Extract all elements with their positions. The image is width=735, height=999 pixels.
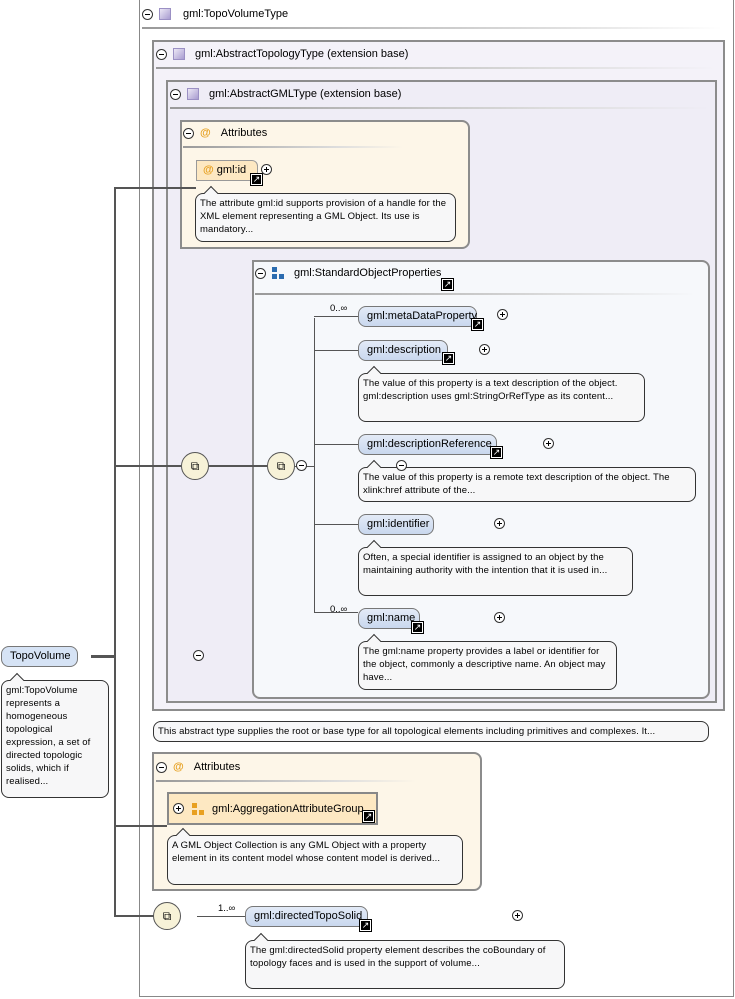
element-name[interactable]: gml:name — [358, 608, 420, 629]
complex-type-icon — [187, 88, 199, 100]
element-metadataproperty[interactable]: gml:metaDataProperty — [358, 306, 477, 327]
attribute-name: gml:id — [216, 164, 247, 176]
link-arrow-icon[interactable]: ↗ — [471, 318, 484, 331]
group-name: gml:StandardObjectProperties — [294, 267, 442, 279]
element-description[interactable]: gml:description — [358, 340, 448, 361]
attribute-icon: @ — [173, 761, 184, 773]
attributes-header: @ Attributes — [183, 127, 267, 139]
attribute-group-name: gml:AggregationAttributeGroup — [212, 802, 364, 815]
expand-icon[interactable] — [494, 518, 506, 529]
collapse-icon[interactable] — [296, 460, 308, 471]
type-name: gml:TopoVolumeType — [183, 8, 289, 20]
link-arrow-icon[interactable]: ↗ — [250, 173, 263, 186]
link-arrow-icon[interactable]: ↗ — [411, 621, 424, 634]
collapse-icon[interactable] — [183, 127, 194, 139]
group-icon — [272, 267, 284, 279]
cardinality: 1..∞ — [218, 903, 236, 914]
abstract-gml-type-header: gml:AbstractGMLType (extension base) — [170, 88, 401, 100]
attribute-group-doc: A GML Object Collection is any GML Objec… — [167, 835, 463, 885]
collapse-icon[interactable] — [255, 267, 266, 279]
element-doc: The gml:name property provides a label o… — [358, 641, 617, 690]
attributes-title: Attributes — [220, 127, 268, 139]
base-type-doc: This abstract type supplies the root or … — [153, 721, 709, 742]
expand-icon[interactable] — [261, 164, 272, 175]
element-descriptionreference[interactable]: gml:descriptionReference — [358, 434, 497, 455]
element-identifier[interactable]: gml:identifier — [358, 514, 434, 535]
collapse-icon[interactable] — [170, 88, 181, 100]
expand-icon[interactable] — [479, 344, 491, 355]
sequence-icon: ⧉ — [181, 452, 209, 480]
attribute-group-icon — [192, 802, 204, 815]
element-directedtoposolid[interactable]: gml:directedTopoSolid — [245, 906, 368, 927]
link-arrow-icon[interactable]: ↗ — [490, 446, 503, 459]
collapse-icon[interactable] — [156, 48, 167, 60]
link-arrow-icon[interactable]: ↗ — [362, 810, 375, 823]
link-arrow-icon[interactable]: ↗ — [359, 919, 372, 932]
collapse-icon[interactable] — [396, 460, 408, 471]
complex-type-icon — [159, 8, 171, 20]
attribute-gml-id[interactable]: @ gml:id — [196, 160, 258, 181]
cardinality: 0..∞ — [330, 303, 348, 314]
collapse-icon[interactable] — [142, 8, 153, 20]
expand-icon[interactable] — [173, 803, 184, 814]
attribute-icon: @ — [203, 164, 214, 176]
collapse-icon[interactable] — [156, 761, 167, 773]
link-arrow-icon[interactable]: ↗ — [441, 278, 454, 291]
cardinality: 0..∞ — [330, 604, 348, 615]
expand-icon[interactable] — [543, 438, 555, 449]
element-doc: Often, a special identifier is assigned … — [358, 547, 633, 596]
base-type-name: gml:AbstractGMLType (extension base) — [209, 88, 402, 100]
complex-type-icon — [173, 48, 185, 60]
sequence-icon: ⧉ — [153, 902, 181, 930]
expand-icon[interactable] — [497, 309, 509, 320]
abstract-topology-type-header: gml:AbstractTopologyType (extension base… — [156, 48, 408, 60]
base-type-name: gml:AbstractTopologyType (extension base… — [195, 48, 409, 60]
root-element-topovolume[interactable]: TopoVolume — [1, 646, 78, 667]
attribute-group-box[interactable]: gml:AggregationAttributeGroup — [167, 792, 378, 825]
collapse-icon[interactable] — [192, 650, 204, 661]
root-element-doc: gml:TopoVolume represents a homogeneous … — [1, 680, 109, 798]
group-header: gml:StandardObjectProperties — [255, 267, 441, 279]
element-doc: The value of this property is a remote t… — [358, 467, 696, 502]
attribute-doc: The attribute gml:id supports provision … — [195, 193, 456, 242]
attributes-header: @ Attributes — [156, 761, 240, 773]
sequence-icon: ⧉ — [267, 452, 295, 480]
attribute-icon: @ — [200, 127, 211, 139]
expand-icon[interactable] — [494, 612, 506, 623]
element-doc: The value of this property is a text des… — [358, 373, 645, 422]
element-doc: The gml:directedSolid property element d… — [245, 940, 565, 989]
expand-icon[interactable] — [511, 910, 523, 921]
attributes-title: Attributes — [193, 761, 241, 773]
link-arrow-icon[interactable]: ↗ — [442, 352, 455, 365]
type-header: gml:TopoVolumeType — [142, 8, 288, 20]
